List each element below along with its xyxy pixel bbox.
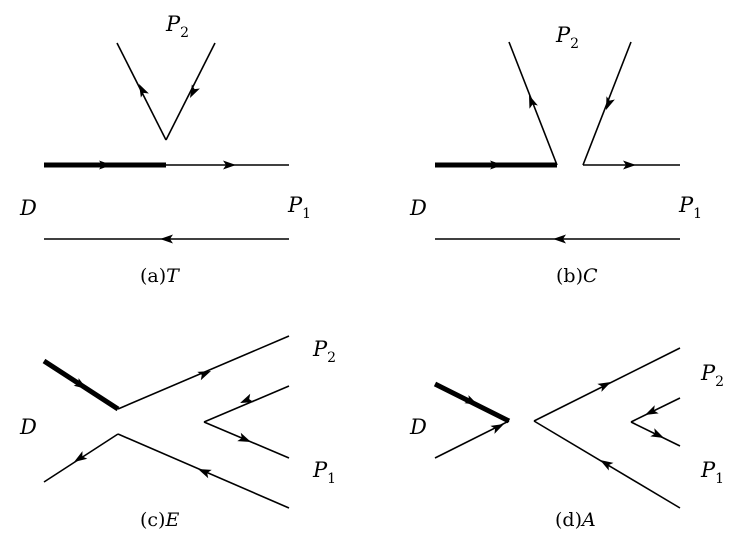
arrow-pair-lower [650,428,666,443]
arrow-pair-upper [238,393,254,408]
arrow-p2-left [524,93,538,109]
label-d: D [19,196,37,220]
caption-a: (a)T [140,265,180,287]
label-p2: P2 [700,361,724,390]
caption-b: (b)C [556,265,598,287]
label-p1: P1 [700,458,724,487]
arrow-pair-upper [643,405,659,420]
pair-upper-leg [203,385,290,423]
label-p2: P2 [165,12,189,41]
arrow-lower-left [71,451,88,466]
label-d: D [409,415,427,439]
caption-d: (d)A [555,509,596,531]
arrow-p1 [597,456,614,471]
diagram-d-annihilation: D P2 P1 (d)A [409,347,724,531]
label-p2: P2 [555,23,579,52]
caption-c: (c)E [140,509,179,531]
label-p2: P2 [312,337,336,366]
arrow-p2 [597,377,614,392]
arrow-lower-left [490,419,507,434]
label-d: D [409,196,427,220]
p2-right-leg [165,42,216,141]
diagram-a-tree: P2 D P1 (a)T [19,12,311,287]
label-p1: P1 [287,193,311,222]
label-d: D [19,415,37,439]
arrow-pair-lower [237,432,253,447]
label-p1: P1 [678,193,702,222]
label-p1: P1 [312,458,336,487]
pair-upper-leg [630,397,681,423]
arrow-p1 [196,464,212,479]
diagram-b-color-suppressed: P2 D P1 (b)C [409,23,702,287]
diagram-c-exchange: D P2 P1 (c)E [19,335,336,531]
